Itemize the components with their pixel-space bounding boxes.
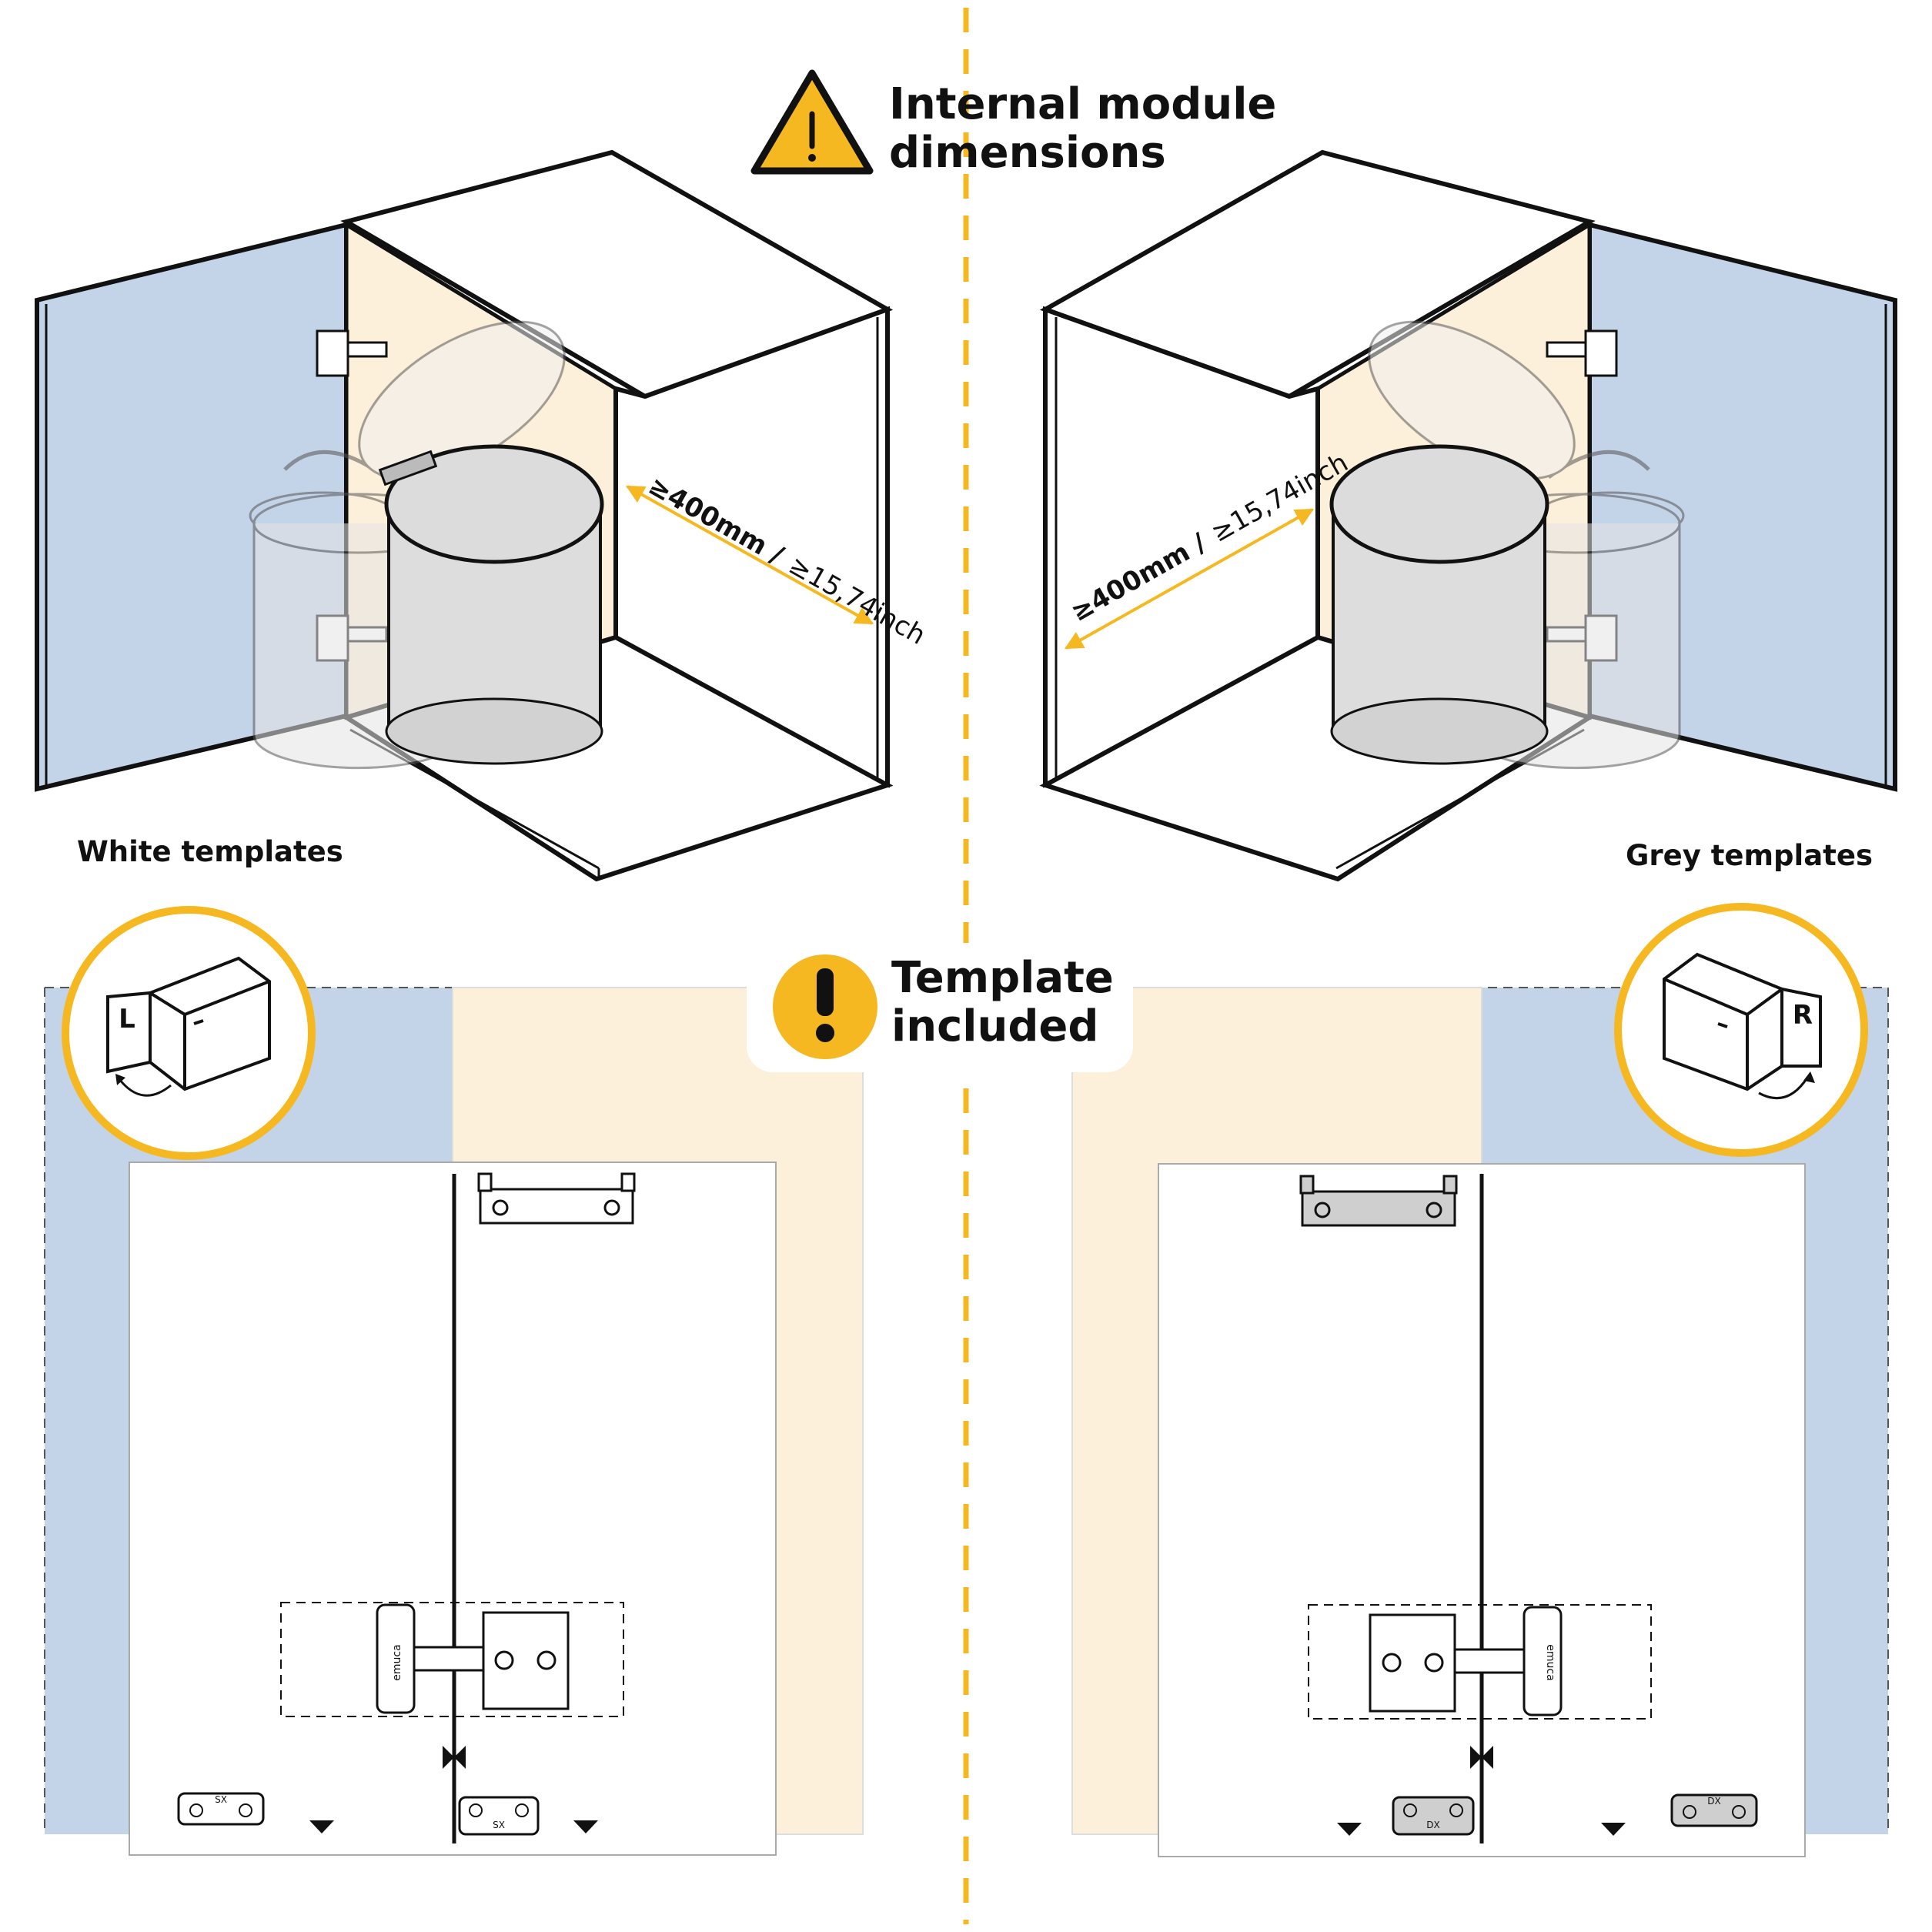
left-down-marker-1	[309, 1820, 334, 1833]
grey-templates-label: Grey templates	[1626, 839, 1873, 872]
left-hinge-brand: emuca	[391, 1644, 403, 1680]
right-down-marker-2	[1601, 1823, 1626, 1836]
left-hinge-top	[316, 329, 349, 377]
svg-text:SX: SX	[493, 1820, 505, 1830]
right-mini-plate-1	[1392, 1796, 1475, 1836]
right-hinge-top	[1584, 329, 1618, 377]
right-bracket	[1301, 1190, 1456, 1227]
right-badge-door	[1780, 987, 1822, 1068]
left-down-marker-2	[573, 1820, 598, 1833]
right-cabinet-illustration: ≥400mm / ≥15,74inch	[1039, 149, 1897, 882]
svg-text:SX: SX	[215, 1794, 227, 1805]
left-cabinet-illustration: ≥400mm / ≥15,74inch	[35, 149, 931, 882]
white-templates-label: White templates	[77, 835, 343, 868]
warning-badge	[750, 69, 874, 175]
right-badge-letter: R	[1793, 1000, 1813, 1031]
right-template-area: emuca DX DX	[1071, 987, 1889, 1857]
svg-text:DX: DX	[1707, 1796, 1720, 1807]
svg-text:DX: DX	[1426, 1820, 1439, 1830]
left-orientation-badge: L	[62, 906, 316, 1160]
left-mini-plate-2	[458, 1796, 540, 1836]
left-bin-lid	[384, 444, 604, 564]
left-dimension-arrow	[625, 485, 874, 625]
left-badge-door	[106, 991, 152, 1074]
template-included-title: Template included	[891, 954, 1114, 1051]
right-bin-lid	[1329, 444, 1549, 564]
warning-title-line1: Internal module	[889, 79, 1277, 129]
right-dimension-arrow	[1064, 508, 1315, 650]
exclamation-icon	[773, 954, 877, 1059]
left-badge-letter: L	[119, 1004, 135, 1035]
right-orientation-badge: R	[1614, 903, 1868, 1157]
right-hinge-brand: emuca	[1544, 1644, 1556, 1680]
left-bracket	[479, 1188, 634, 1225]
right-down-marker-1	[1337, 1823, 1362, 1836]
warning-title: Internal module dimensions	[889, 79, 1277, 178]
template-included-line2: included	[891, 1001, 1099, 1051]
left-template-area: emuca SX SX	[44, 987, 864, 1856]
warning-title-line2: dimensions	[889, 127, 1166, 178]
left-mini-plate-1	[177, 1792, 265, 1826]
template-included-line1: Template	[891, 953, 1114, 1003]
right-mini-plate-2	[1670, 1793, 1758, 1827]
